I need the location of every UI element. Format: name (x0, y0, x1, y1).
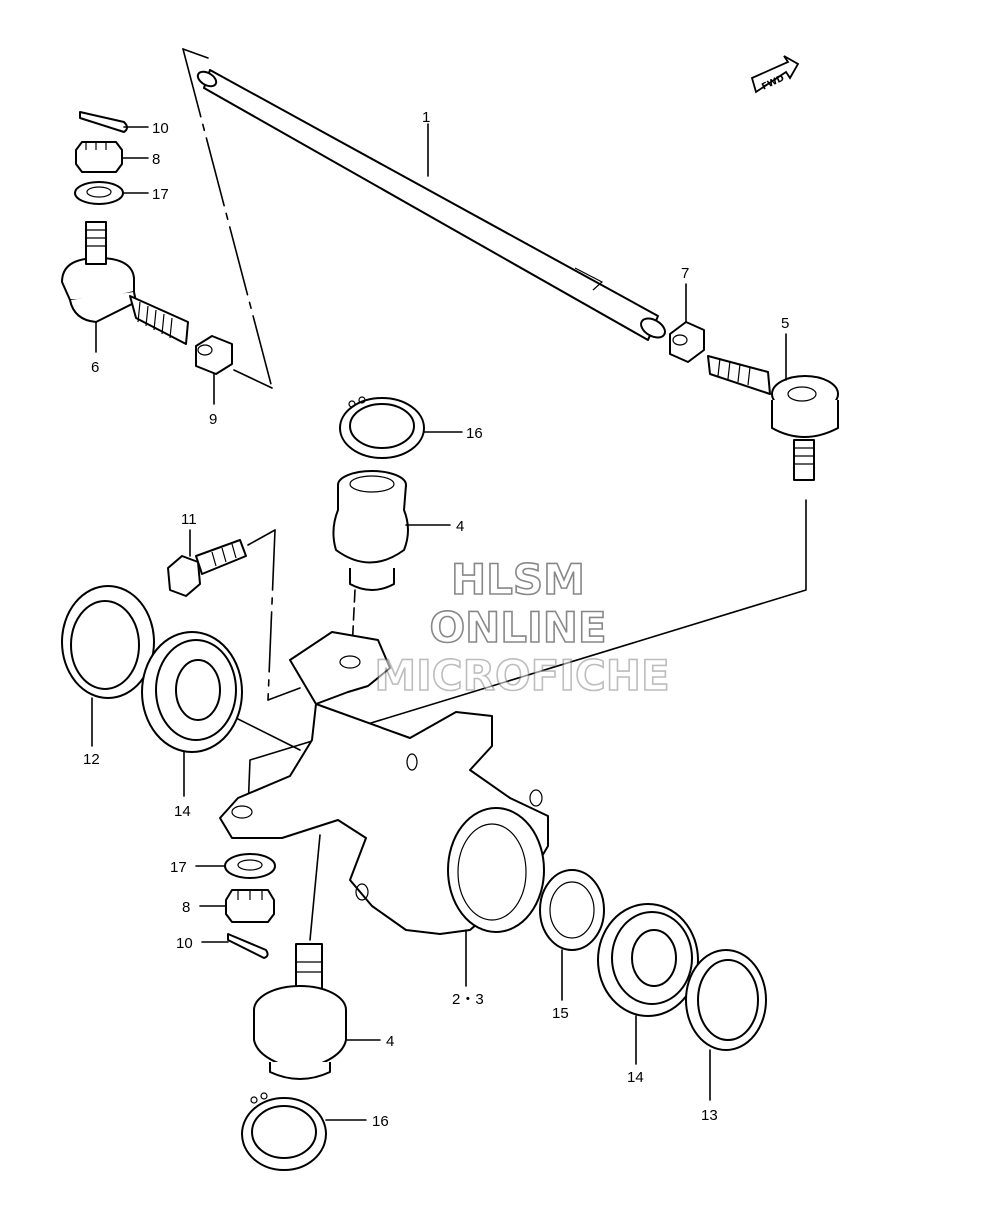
callout-label: 13 (701, 1107, 718, 1124)
callout-label: 8 (182, 899, 190, 916)
tie-rod-end-left (61, 221, 189, 345)
callout-label: 12 (83, 751, 100, 768)
callout-label: 8 (152, 151, 160, 168)
bolt-11 (167, 539, 247, 597)
leader-lines (91, 123, 787, 1121)
circlip-bottom (241, 1092, 327, 1171)
fwd-arrow-icon: FWD (750, 55, 800, 94)
cotter-pin-top (79, 111, 128, 133)
callout-labels: 1 10 8 17 6 9 7 5 16 4 11 12 14 17 8 10 … (83, 109, 789, 1130)
callout-label: 14 (627, 1069, 644, 1086)
callout-label: 7 (681, 265, 689, 282)
callout-label: 4 (386, 1033, 394, 1050)
callout-label: 17 (152, 186, 169, 203)
circlip-top (339, 396, 425, 459)
callout-label: 11 (181, 511, 197, 528)
washer-bottom (224, 853, 276, 879)
cotter-pin-bottom (227, 933, 269, 959)
callout-label: 14 (174, 803, 191, 820)
lock-nut-7 (669, 321, 705, 363)
tie-rod (196, 69, 666, 341)
ball-joint-top (332, 470, 409, 591)
callout-label: 16 (372, 1113, 389, 1130)
watermark-line1: HLSM (451, 555, 585, 604)
callout-label: 2・3 (452, 991, 484, 1008)
callout-label: 6 (91, 359, 99, 376)
callout-label: 9 (209, 411, 217, 428)
washer-top (74, 181, 124, 205)
watermark-line3: MICROFICHE (374, 651, 669, 700)
watermark: HLSM ONLINE MICROFICHE (374, 554, 671, 701)
lock-nut-9 (195, 335, 233, 375)
castle-nut-top (75, 141, 123, 173)
callout-label: 16 (466, 425, 483, 442)
callout-label: 5 (781, 315, 789, 332)
callout-label: 15 (552, 1005, 569, 1022)
bearing-left (141, 631, 243, 753)
ball-joint-bottom (253, 943, 347, 1080)
oil-seal-13 (685, 949, 767, 1051)
callout-label: 1 (422, 109, 430, 126)
castle-nut-bottom (225, 889, 275, 923)
callout-label: 17 (170, 859, 187, 876)
steering-knuckle (219, 631, 549, 935)
callout-label: 10 (176, 935, 193, 952)
spacer-15 (539, 869, 605, 951)
tie-rod-end-right (707, 355, 839, 481)
oil-seal-12 (61, 585, 155, 699)
watermark-line2: ONLINE (429, 603, 606, 652)
callout-label: 4 (456, 518, 464, 535)
callout-label: 10 (152, 120, 169, 137)
bearing-right (597, 903, 699, 1017)
